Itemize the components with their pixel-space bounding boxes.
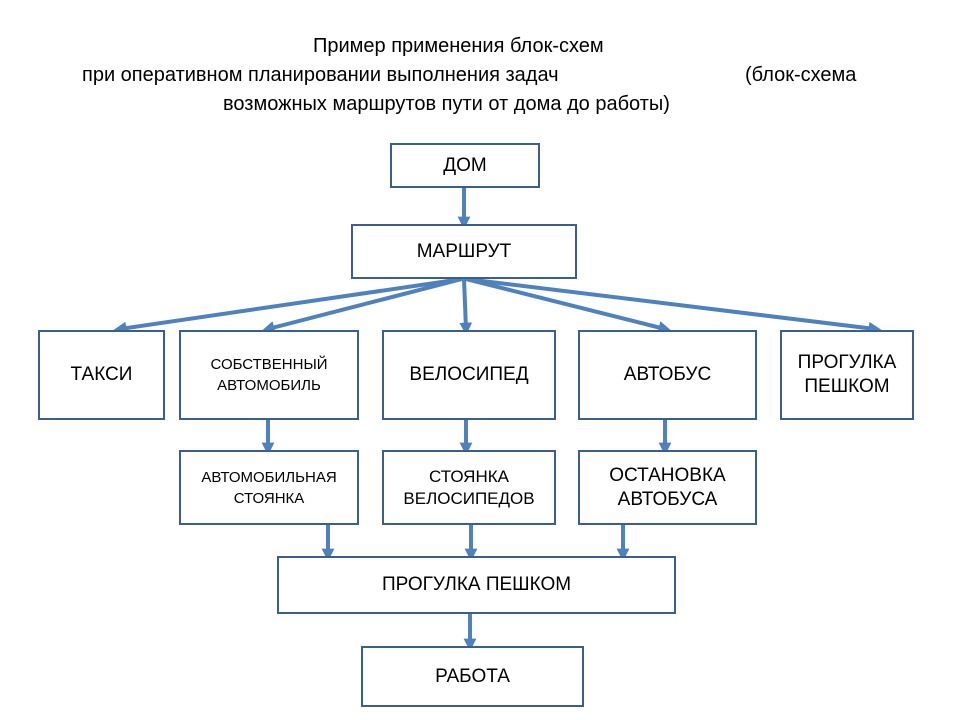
node-bicycle: ВЕЛОСИПЕД bbox=[382, 330, 556, 420]
node-bike-parking-line-1: СТОЯНКА bbox=[429, 466, 509, 486]
node-car-parking-line-2: СТОЯНКА bbox=[233, 489, 305, 507]
node-bus-stop: ОСТАНОВКА АВТОБУСА bbox=[578, 450, 757, 525]
arrow-route-bicycle bbox=[459, 278, 473, 336]
node-route: МАРШРУТ bbox=[351, 224, 577, 279]
node-bus-stop-line-1: ОСТАНОВКА bbox=[609, 464, 726, 486]
node-car-parking-line-1: АВТОМОБИЛЬНАЯ bbox=[201, 468, 337, 486]
node-bus: АВТОБУС bbox=[578, 330, 757, 420]
arrow-route-walk-top bbox=[465, 277, 882, 335]
arrow-route-bus bbox=[465, 277, 672, 334]
node-bus-stop-line-2: АВТОБУСА bbox=[617, 488, 718, 510]
node-route-label: МАРШРУТ bbox=[416, 240, 512, 262]
node-work-label: РАБОТА bbox=[435, 665, 510, 687]
node-walk-top-line-1: ПРОГУЛКА bbox=[797, 352, 897, 373]
title-line-1: Пример применения блок-схем bbox=[313, 35, 604, 57]
node-bike-parking: СТОЯНКА ВЕЛОСИПЕДОВ bbox=[382, 450, 556, 525]
node-walk: ПРОГУЛКА ПЕШКОМ bbox=[277, 556, 676, 614]
node-taxi: ТАКСИ bbox=[38, 330, 165, 420]
node-walk-label: ПРОГУЛКА ПЕШКОМ bbox=[381, 574, 572, 595]
node-bus-label: АВТОБУС bbox=[623, 364, 712, 385]
title-line-2-note: (блок-схема bbox=[745, 64, 857, 86]
arrow-route-car bbox=[261, 277, 463, 334]
arrow-route-taxi bbox=[113, 277, 463, 335]
node-bicycle-label: ВЕЛОСИПЕД bbox=[409, 364, 529, 385]
node-own-car-line-1: СОБСТВЕННЫЙ bbox=[210, 356, 328, 373]
title-line-3: возможных маршрутов пути от дома до рабо… bbox=[223, 93, 670, 115]
node-own-car: СОБСТВЕННЫЙ АВТОМОБИЛЬ bbox=[179, 330, 359, 420]
node-own-car-line-2: АВТОМОБИЛЬ bbox=[217, 377, 321, 394]
node-taxi-label: ТАКСИ bbox=[70, 364, 133, 385]
node-walk-top: ПРОГУЛКА ПЕШКОМ bbox=[780, 330, 914, 420]
node-work: РАБОТА bbox=[361, 646, 584, 707]
node-home: ДОМ bbox=[390, 143, 540, 188]
node-walk-top-line-2: ПЕШКОМ bbox=[804, 376, 890, 397]
node-bike-parking-line-2: ВЕЛОСИПЕДОВ bbox=[403, 488, 535, 508]
title-line-2: при оперативном планировании выполнения … bbox=[82, 64, 559, 86]
node-home-label: ДОМ bbox=[443, 154, 487, 176]
node-car-parking: АВТОМОБИЛЬНАЯ СТОЯНКА bbox=[179, 450, 359, 525]
